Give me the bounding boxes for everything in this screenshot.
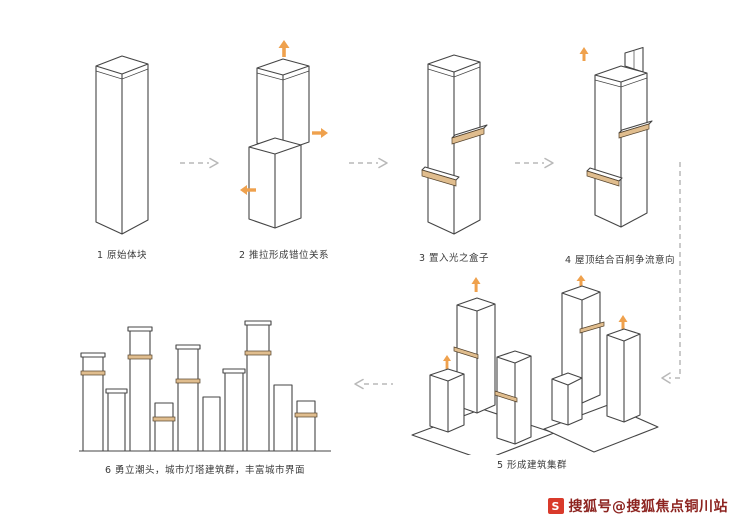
connector-5-6-left-arrow-icon xyxy=(354,378,393,390)
tower-mass xyxy=(95,55,149,235)
skyline-towers xyxy=(82,324,316,452)
light-box xyxy=(453,346,479,359)
step-5: 5 形成建筑集群 xyxy=(400,275,664,471)
left-arrow-icon xyxy=(240,185,256,195)
step-3-caption: 3 置入光之盒子 xyxy=(418,253,490,264)
tower-front-right xyxy=(551,372,583,426)
step-6-caption: 6 勇立潮头，城市灯塔建筑群，丰富城市界面 xyxy=(104,465,306,476)
step-2-figure xyxy=(240,40,328,229)
watermark: S 搜狐号@搜狐焦点铜川站 xyxy=(547,496,729,516)
up-arrow-icon xyxy=(618,315,628,322)
up-arrow-icon xyxy=(278,40,290,57)
watermark-text: 搜狐号@搜狐焦点铜川站 xyxy=(568,499,728,515)
step-6-figure xyxy=(79,320,331,452)
lower-mass xyxy=(248,137,302,229)
step-4: 4 屋顶结合百舸争流意向 xyxy=(560,45,680,266)
step-6: 6 勇立潮头，城市灯塔建筑群，丰富城市界面 xyxy=(68,305,342,476)
light-box-lower xyxy=(421,166,460,187)
step-1: 1 原始体块 xyxy=(70,50,174,261)
upper-mass xyxy=(256,58,310,152)
step-5-caption: 5 形成建筑集群 xyxy=(496,460,568,471)
light-box-upper xyxy=(618,120,653,139)
tower-mid-right xyxy=(606,315,641,423)
connector-3-4-right-arrow-icon xyxy=(515,157,554,169)
connector-4-5-down-left-arrow-icon xyxy=(661,162,681,384)
step-2-caption: 2 推拉形成错位关系 xyxy=(238,250,330,261)
step-1-figure xyxy=(95,55,149,235)
tower-back-left xyxy=(453,277,496,414)
connector-2-3-right-arrow-icon xyxy=(349,157,388,169)
step-3: 3 置入光之盒子 xyxy=(402,48,506,264)
step-4-figure xyxy=(579,46,653,228)
skyline-light-boxes xyxy=(80,350,318,422)
up-arrow-icon xyxy=(579,47,589,61)
connector-1-2-right-arrow-icon xyxy=(180,157,219,169)
tower-front-mid xyxy=(494,350,532,445)
light-box-lower xyxy=(586,167,623,187)
step-5-figure xyxy=(411,275,659,455)
up-arrow-icon xyxy=(471,277,481,284)
sohu-logo-icon: S xyxy=(547,498,564,514)
step-3-figure xyxy=(421,54,488,235)
light-box xyxy=(494,390,518,403)
tower-mass xyxy=(427,54,481,235)
light-box-upper xyxy=(451,124,488,145)
step-2: 2 推拉形成错位关系 xyxy=(232,30,336,261)
right-arrow-icon xyxy=(312,128,328,138)
tower-mass xyxy=(594,65,648,228)
tower-front-left xyxy=(429,355,465,433)
light-box xyxy=(579,321,605,334)
roof-crown xyxy=(624,46,644,73)
up-arrow-icon xyxy=(443,355,451,361)
step-4-caption: 4 屋顶结合百舸争流意向 xyxy=(564,255,676,266)
up-arrow-icon xyxy=(576,275,586,281)
step-1-caption: 1 原始体块 xyxy=(96,250,148,261)
skyline-roof-caps xyxy=(80,320,272,394)
